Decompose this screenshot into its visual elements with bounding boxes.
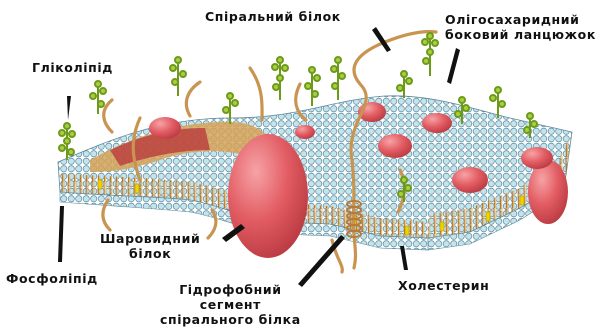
label-oligosaccharide-line1: Олігосахаридний bbox=[445, 12, 596, 27]
label-cholesterol-text: Холестерин bbox=[398, 278, 489, 293]
label-helical-protein: Спіральний білок bbox=[205, 9, 341, 24]
label-phospholipid: Фосфоліпід bbox=[6, 271, 98, 286]
label-glycolipid-text: Гліколіпід bbox=[32, 60, 113, 75]
pointer-cholesterol bbox=[400, 246, 408, 270]
label-cholesterol: Холестерин bbox=[398, 278, 489, 293]
label-glycolipid: Гліколіпід bbox=[32, 60, 113, 75]
label-hydrophobic-segment: Гідрофобний сегмент спірального білка bbox=[160, 282, 301, 327]
label-hydrophobic-line3: спірального білка bbox=[160, 312, 301, 327]
globular-protein-right-lobe bbox=[528, 160, 568, 224]
label-oligosaccharide-line2: боковий ланцюжок bbox=[445, 27, 596, 42]
pointer-phospholipid bbox=[58, 206, 64, 262]
helical-coil bbox=[347, 201, 361, 237]
label-hydrophobic-line2: сегмент bbox=[160, 297, 301, 312]
label-hydrophobic-line1: Гідрофобний bbox=[160, 282, 301, 297]
globular-protein-large bbox=[228, 134, 308, 258]
label-globular-protein-line1: Шаровидний bbox=[100, 231, 200, 246]
pointer-glycolipid bbox=[67, 96, 71, 120]
label-phospholipid-text: Фосфоліпід bbox=[6, 271, 98, 286]
label-oligosaccharide: Олігосахаридний боковий ланцюжок bbox=[445, 12, 596, 42]
label-globular-protein: Шаровидний білок bbox=[100, 231, 200, 261]
label-globular-protein-line2: білок bbox=[100, 246, 200, 261]
pointer-oligosaccharide bbox=[447, 48, 460, 84]
label-helical-protein-text: Спіральний білок bbox=[205, 9, 341, 24]
